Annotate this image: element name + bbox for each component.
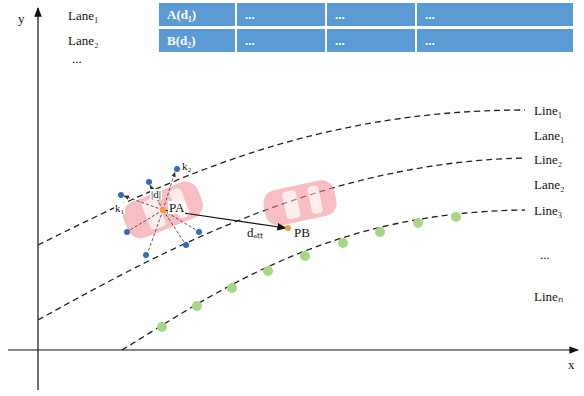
lane-line — [38, 110, 525, 245]
table-cell: ... — [416, 28, 574, 53]
cell-text: ... — [425, 7, 435, 23]
line-label: Lineₙ — [534, 290, 563, 303]
row-label: Lane₂ — [68, 34, 99, 47]
table-cell: B(d₂) — [158, 28, 236, 53]
point-a — [160, 207, 166, 213]
table-cell: ... — [326, 28, 416, 53]
table-cell: ... — [236, 28, 326, 53]
car-b — [261, 178, 339, 228]
x-axis — [8, 349, 578, 350]
lane-label: Lane₁ — [534, 129, 565, 142]
table-cell: A(d₁) — [158, 2, 236, 27]
cell-text: ... — [245, 33, 255, 49]
vector-label: dₐₜₜ — [246, 226, 264, 239]
search-rays — [124, 172, 196, 252]
lane-label: Lane₂ — [534, 178, 565, 191]
distance-label: |d| — [150, 189, 162, 200]
point-label: PA — [168, 201, 185, 214]
ellipsis: ... — [540, 248, 550, 261]
table-cell: ... — [236, 2, 326, 27]
y-axis — [37, 8, 38, 390]
ray-label: k₁ — [114, 203, 125, 214]
cell-text: ... — [425, 33, 435, 49]
axis-label: y — [18, 12, 25, 25]
line-label: Line₃ — [534, 204, 562, 217]
lane-line — [122, 210, 525, 350]
ray-label: k₂ — [181, 161, 192, 172]
table-cell: ... — [416, 2, 574, 27]
line-label: Line₂ — [534, 153, 562, 166]
lane-points — [157, 212, 461, 332]
point-label: PB — [293, 226, 311, 239]
cell-text: ... — [335, 33, 345, 49]
cell-text: ... — [245, 7, 255, 23]
ellipsis: ... — [72, 52, 82, 65]
cell-text: A(d₁) — [167, 7, 196, 23]
search-points — [118, 166, 202, 258]
axis-label: x — [568, 358, 575, 371]
row-label: Lane₁ — [68, 9, 99, 22]
cell-text: ... — [335, 7, 345, 23]
table-cell: ... — [326, 2, 416, 27]
car-a — [119, 177, 207, 242]
line-label: Line₁ — [534, 104, 562, 117]
point-b — [285, 225, 291, 231]
cell-text: B(d₂) — [167, 33, 195, 49]
lane-line — [38, 158, 525, 320]
